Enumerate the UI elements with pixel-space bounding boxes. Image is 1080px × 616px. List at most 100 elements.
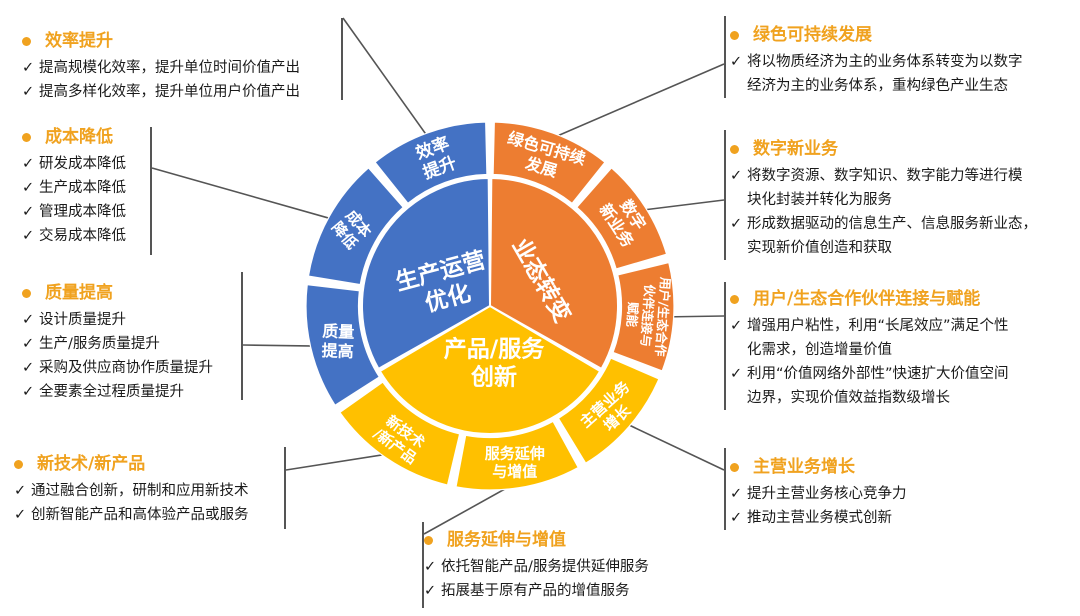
- connector-newtech: [285, 452, 391, 471]
- connector-digital: [640, 199, 725, 212]
- list-item: ✓全要素全过程质量提升: [22, 380, 213, 404]
- list-item: ✓推动主营业务模式创新: [730, 506, 907, 530]
- green-bar: [724, 16, 726, 98]
- efficiency-title: 效率提升: [22, 30, 300, 52]
- list-item: ✓利用“价值网络外部性”快速扩大价值空间 边界，实现价值效益指数级增长: [730, 362, 1009, 410]
- outer-segment-quality: [305, 284, 381, 407]
- newtech-block: 新技术/新产品 ✓通过融合创新，研制和应用新技术 ✓创新智能产品和高体验产品或服务: [14, 453, 249, 527]
- list-item-text: 将数字资源、数字知识、数字能力等进行模 块化封装并转化为服务: [747, 168, 1023, 208]
- outer-label-service: 服务延伸与增值: [485, 444, 545, 480]
- list-item-text: 通过融合创新，研制和应用新技术: [31, 483, 249, 499]
- list-item: ✓拓展基于原有产品的增值服务: [424, 579, 649, 603]
- main-title: 主营业务增长: [730, 456, 907, 478]
- bullet-icon: [730, 462, 739, 472]
- connector-efficiency: [342, 17, 430, 140]
- outer-label-efficiency: 效率提升: [413, 133, 459, 184]
- partner-block: 用户/生态合作伙伴连接与赋能 ✓增强用户粘性，利用“长尾效应”满足个性 化需求，…: [730, 288, 1009, 410]
- check-icon: ✓: [22, 156, 35, 172]
- outer-segment-service: [455, 420, 580, 491]
- partner-title: 用户/生态合作伙伴连接与赋能: [730, 288, 1009, 310]
- efficiency-block: 效率提升 ✓提高规模化效率，提升单位时间价值产出✓提高多样化效率，提升单位用户价…: [22, 30, 300, 104]
- green-items: ✓将以物质经济为主的业务体系转变为以数字 经济为主的业务体系，重构绿色产业生态: [730, 50, 1023, 98]
- check-icon: ✓: [730, 366, 743, 382]
- list-item-text: 生产/服务质量提升: [39, 336, 160, 352]
- check-icon: ✓: [22, 384, 35, 400]
- core-segment-prod: [378, 304, 602, 435]
- quality-title: 质量提高: [22, 282, 213, 304]
- connector-partner: [667, 315, 725, 318]
- connector-quality: [242, 344, 317, 347]
- outer-label-partner-line: 赋能: [624, 302, 641, 328]
- outer-segment-main: [557, 357, 660, 464]
- check-icon: ✓: [22, 228, 35, 244]
- check-icon: ✓: [730, 510, 743, 526]
- check-icon: ✓: [730, 54, 743, 70]
- outer-label-service-line: 与增值: [492, 463, 537, 481]
- list-item: ✓采购及供应商协作质量提升: [22, 356, 213, 380]
- newtech-items: ✓通过融合创新，研制和应用新技术 ✓创新智能产品和高体验产品或服务: [14, 479, 249, 527]
- list-item-text: 将以物质经济为主的业务体系转变为以数字 经济为主的业务体系，重构绿色产业生态: [747, 54, 1023, 94]
- list-item-text: 研发成本降低: [39, 156, 126, 172]
- outer-segment-efficiency: [374, 121, 488, 205]
- newtech-title: 新技术/新产品: [14, 453, 249, 475]
- list-item-text: 全要素全过程质量提升: [39, 384, 184, 400]
- efficiency-bar: [341, 18, 343, 100]
- outer-segment-partner: [612, 261, 675, 372]
- list-item-text: 增强用户粘性，利用“长尾效应”满足个性 化需求，创造增量价值: [747, 318, 1009, 358]
- outer-label-quality-line: 提高: [321, 341, 354, 361]
- check-icon: ✓: [730, 486, 743, 502]
- core-label-prod-line: 创新: [470, 363, 517, 390]
- list-item-text: 采购及供应商协作质量提升: [39, 360, 213, 376]
- outer-segment-cost: [307, 167, 404, 286]
- bullet-icon: [424, 535, 433, 545]
- check-icon: ✓: [22, 84, 35, 100]
- list-item-text: 设计质量提升: [39, 312, 126, 328]
- list-item: ✓提高多样化效率，提升单位用户价值产出: [22, 80, 300, 104]
- digital-items: ✓将数字资源、数字知识、数字能力等进行模 块化封装并转化为服务✓形成数据驱动的信…: [730, 164, 1037, 260]
- list-item-text: 创新智能产品和高体验产品或服务: [31, 507, 249, 523]
- list-item-text: 推动主营业务模式创新: [747, 510, 892, 526]
- main-bar: [724, 448, 726, 530]
- cost-bar: [150, 127, 152, 255]
- list-item: ✓生产/服务质量提升: [22, 332, 213, 356]
- connector-service: [423, 481, 519, 535]
- outer-segment-green: [492, 121, 606, 205]
- check-icon: ✓: [730, 168, 743, 184]
- check-icon: ✓: [14, 507, 27, 523]
- bullet-icon: [22, 288, 31, 298]
- check-icon: ✓: [22, 312, 35, 328]
- check-icon: ✓: [22, 60, 35, 76]
- list-item-text: 提升主营业务核心竞争力: [747, 486, 907, 502]
- quality-bar: [241, 272, 243, 400]
- list-item: ✓设计质量提升: [22, 308, 213, 332]
- list-item: ✓管理成本降低: [22, 200, 126, 224]
- check-icon: ✓: [22, 204, 35, 220]
- connector-green: [550, 63, 725, 140]
- outer-label-partner: 用户/生态合作伙伴连接与赋能: [622, 273, 673, 357]
- bullet-icon: [14, 459, 23, 469]
- green-title: 绿色可持续发展: [730, 24, 1023, 46]
- digital-title: 数字新业务: [730, 138, 1037, 160]
- core-segment-biz: [488, 176, 619, 371]
- quality-items: ✓设计质量提升✓生产/服务质量提升✓采购及供应商协作质量提升✓全要素全过程质量提…: [22, 308, 213, 404]
- service-bar: [422, 522, 424, 608]
- core-ring: [361, 176, 619, 435]
- quality-block: 质量提高 ✓设计质量提升✓生产/服务质量提升✓采购及供应商协作质量提升✓全要素全…: [22, 282, 213, 404]
- service-block: 服务延伸与增值 ✓依托智能产品/服务提供延伸服务✓拓展基于原有产品的增值服务: [424, 529, 649, 603]
- partner-items: ✓增强用户粘性，利用“长尾效应”满足个性 化需求，创造增量价值✓利用“价值网络外…: [730, 314, 1009, 410]
- connector-main: [623, 422, 725, 471]
- digital-block: 数字新业务 ✓将数字资源、数字知识、数字能力等进行模 块化封装并转化为服务✓形成…: [730, 138, 1037, 260]
- bullet-icon: [730, 144, 739, 154]
- outer-label-partner-line: 用户/生态合作: [653, 275, 674, 357]
- main-items: ✓提升主营业务核心竞争力✓推动主营业务模式创新: [730, 482, 907, 530]
- list-item: ✓将以物质经济为主的业务体系转变为以数字 经济为主的业务体系，重构绿色产业生态: [730, 50, 1023, 98]
- newtech-bar: [284, 447, 286, 529]
- list-item-text: 交易成本降低: [39, 228, 126, 244]
- bullet-icon: [22, 36, 31, 46]
- cost-title: 成本降低: [22, 126, 126, 148]
- outer-label-quality-line: 质量: [322, 322, 355, 342]
- list-item: ✓依托智能产品/服务提供延伸服务: [424, 555, 649, 579]
- main-block: 主营业务增长 ✓提升主营业务核心竞争力✓推动主营业务模式创新: [730, 456, 907, 530]
- check-icon: ✓: [730, 216, 743, 232]
- list-item: ✓创新智能产品和高体验产品或服务: [14, 503, 249, 527]
